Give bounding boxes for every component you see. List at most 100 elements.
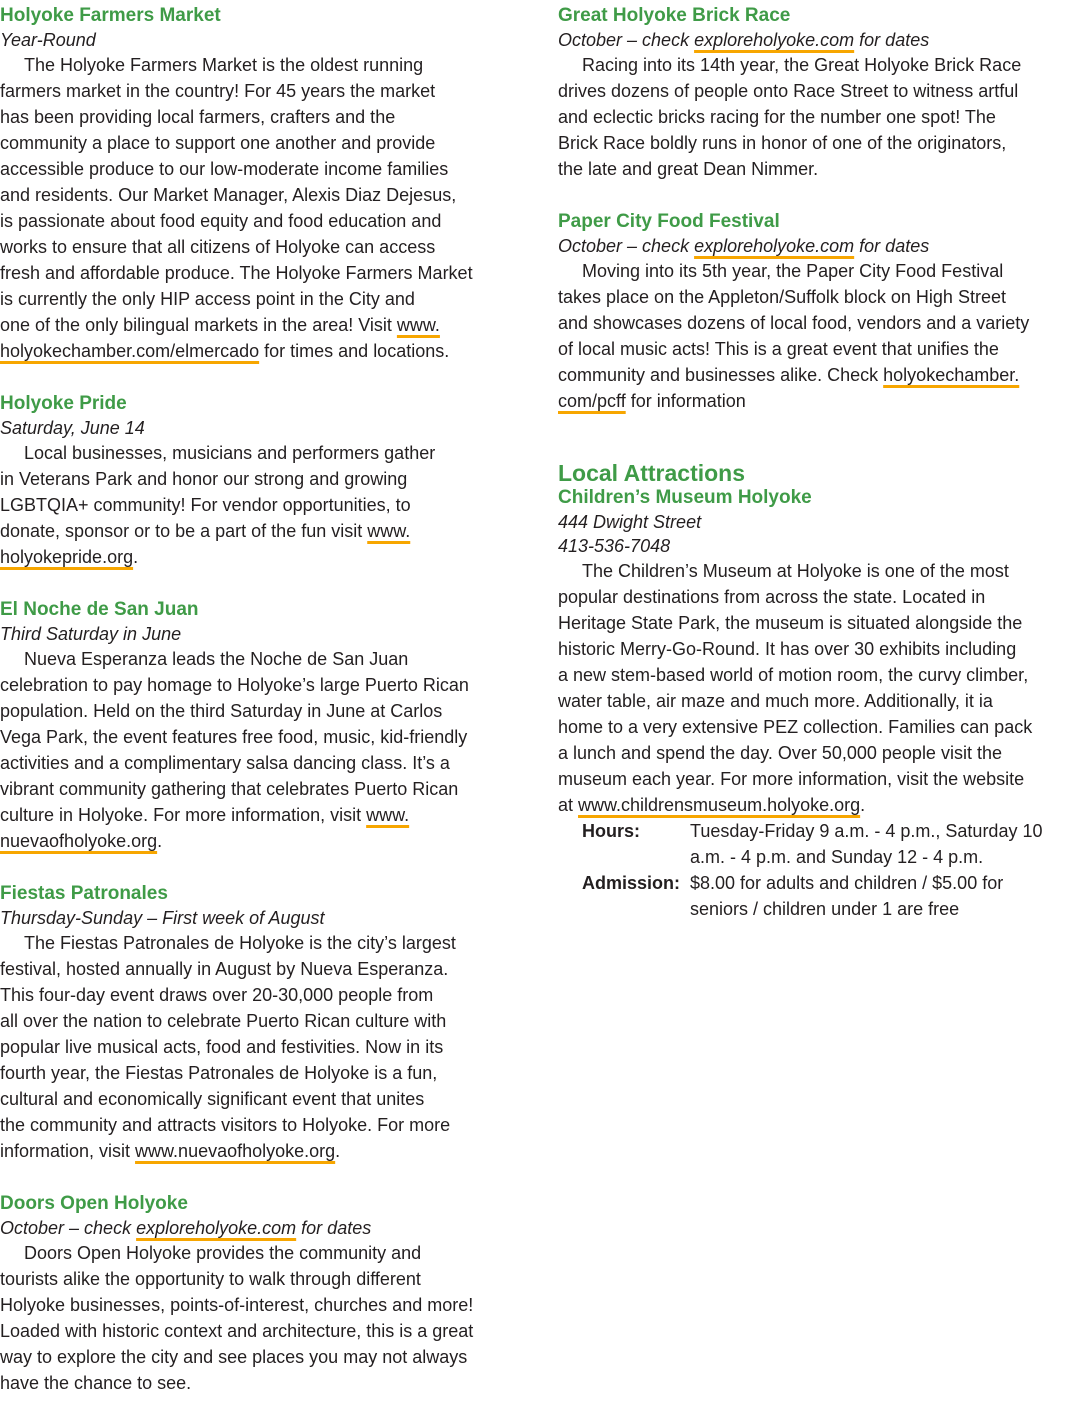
body-line: the community and attracts visitors to H… <box>0 1112 528 1138</box>
body-line: information, visit www.nuevaofholyoke.or… <box>0 1138 528 1164</box>
info-label: Hours: <box>582 821 640 841</box>
body-line: Loaded with historic context and archite… <box>0 1318 528 1344</box>
text-run: community a place to support one another… <box>0 133 436 153</box>
text-run: culture in Holyoke. For more information… <box>0 805 367 825</box>
text-run: October – check <box>558 236 695 256</box>
text-run: one of the only bilingual markets in the… <box>0 315 397 335</box>
text-run: This four-day event draws over 20-30,000… <box>0 985 434 1005</box>
body-line: holyokechamber.com/elmercado for times a… <box>0 338 528 364</box>
body-line: com/pcff for information <box>558 388 1080 414</box>
link[interactable]: holyokechamber.com/elmercado <box>0 341 260 361</box>
event-date: October – check exploreholyoke.com for d… <box>558 28 1080 52</box>
text-run: . <box>157 831 163 851</box>
body-line: population. Held on the third Saturday i… <box>0 698 528 724</box>
text-run: information, visit <box>0 1141 136 1161</box>
body-line: community a place to support one another… <box>0 130 528 156</box>
body-line: historic Merry-Go-Round. It has over 30 … <box>558 636 1080 662</box>
attraction-phone: 413-536-7048 <box>558 536 671 556</box>
text-run: popular live musical acts, food and fest… <box>0 1037 444 1057</box>
text-run: a lunch and spend the day. Over 50,000 p… <box>558 743 1002 763</box>
body-line: way to explore the city and see places y… <box>0 1344 528 1370</box>
body-line: popular live musical acts, food and fest… <box>0 1034 528 1060</box>
link[interactable]: www. <box>396 315 440 335</box>
text-run: population. Held on the third Saturday i… <box>0 701 443 721</box>
info-value-line: seniors / children under 1 are free <box>690 899 960 919</box>
body-line: community and businesses alike. Check ho… <box>558 362 1080 388</box>
body-line: home to a very extensive PEZ collection.… <box>558 714 1080 740</box>
event-title: Doors Open Holyoke <box>0 1193 188 1214</box>
text-run: The Children’s Museum at Holyoke is one … <box>582 561 1009 581</box>
link[interactable]: exploreholyoke.com <box>694 236 855 256</box>
body-line: is currently the only HIP access point i… <box>0 286 528 312</box>
text-run: of local music acts! This is a great eve… <box>558 339 999 359</box>
event-title: Holyoke Pride <box>0 393 127 414</box>
body-line: accessible produce to our low-moderate i… <box>0 156 528 182</box>
body-line: The Children’s Museum at Holyoke is one … <box>558 558 1080 584</box>
text-run: . <box>335 1141 341 1161</box>
text-run: farmers market in the country! For 45 ye… <box>0 81 436 101</box>
body-line: donate, sponsor or to be a part of the f… <box>0 518 528 544</box>
body-line: a new stem-based world of motion room, t… <box>558 662 1080 688</box>
text-run: in Veterans Park and honor our strong an… <box>0 469 408 489</box>
link[interactable]: exploreholyoke.com <box>694 30 855 50</box>
link[interactable]: holyokechamber. <box>883 365 1020 385</box>
body-line: tourists alike the opportunity to walk t… <box>0 1266 528 1292</box>
link[interactable]: nuevaofholyoke.org <box>0 831 158 851</box>
text-run: Vega Park, the event features free food,… <box>0 727 468 747</box>
link[interactable]: com/pcff <box>558 391 626 411</box>
body-line: and eclectic bricks racing for the numbe… <box>558 104 1080 130</box>
text-run: Nueva Esperanza leads the Noche de San J… <box>24 649 409 669</box>
body-line: a lunch and spend the day. Over 50,000 p… <box>558 740 1080 766</box>
text-run: donate, sponsor or to be a part of the f… <box>0 521 368 541</box>
body-line: celebration to pay homage to Holyoke’s l… <box>0 672 528 698</box>
body-line: and residents. Our Market Manager, Alexi… <box>0 182 528 208</box>
text-run: Local businesses, musicians and performe… <box>24 443 436 463</box>
text-run: Brick Race boldly runs in honor of one o… <box>558 133 1007 153</box>
text-run: the community and attracts visitors to H… <box>0 1115 451 1135</box>
link[interactable]: holyokepride.org <box>0 547 134 567</box>
body-line: the late and great Dean Nimmer. <box>558 156 1080 182</box>
info-label: Admission: <box>582 873 681 893</box>
info-value-line: $8.00 for adults and children / $5.00 fo… <box>690 873 1004 893</box>
link[interactable]: www. <box>367 521 411 541</box>
body-line: This four-day event draws over 20-30,000… <box>0 982 528 1008</box>
info-value: $8.00 for adults and children / $5.00 fo… <box>690 870 1080 922</box>
text-run: museum each year. For more information, … <box>558 769 1025 789</box>
event-title: Paper City Food Festival <box>558 211 780 232</box>
body-line: festival, hosted annually in August by N… <box>0 956 528 982</box>
link[interactable]: www. <box>366 805 410 825</box>
text-run: LGBTQIA+ community! For vendor opportuni… <box>0 495 411 515</box>
body-line: one of the only bilingual markets in the… <box>0 312 528 338</box>
text-run: Doors Open Holyoke provides the communit… <box>24 1243 422 1263</box>
text-run: for times and locations. <box>259 341 450 361</box>
text-run: works to ensure that all citizens of Hol… <box>0 237 436 257</box>
event-title: El Noche de San Juan <box>0 599 199 620</box>
text-run: cultural and economically significant ev… <box>0 1089 425 1109</box>
body-line: Vega Park, the event features free food,… <box>0 724 528 750</box>
link[interactable]: www.nuevaofholyoke.org <box>135 1141 336 1161</box>
text-run: have the chance to see. <box>0 1373 192 1393</box>
body-line: popular destinations from across the sta… <box>558 584 1080 610</box>
body-line: all over the nation to celebrate Puerto … <box>0 1008 528 1034</box>
text-run: tourists alike the opportunity to walk t… <box>0 1269 421 1289</box>
text-run: at <box>558 795 579 815</box>
event-date: October – check exploreholyoke.com for d… <box>558 234 1080 258</box>
link[interactable]: exploreholyoke.com <box>136 1218 297 1238</box>
event-title: Fiestas Patronales <box>0 883 168 904</box>
text-run: way to explore the city and see places y… <box>0 1347 468 1367</box>
link[interactable]: www.childrensmuseum.holyoke.org <box>578 795 861 815</box>
body-line: Heritage State Park, the museum is situa… <box>558 610 1080 636</box>
body-line: farmers market in the country! For 45 ye… <box>0 78 528 104</box>
text-run: Moving into its 5th year, the Paper City… <box>582 261 1004 281</box>
event-title: Holyoke Farmers Market <box>0 5 221 26</box>
attraction-title: Children’s Museum Holyoke <box>558 487 812 508</box>
text-run: accessible produce to our low-moderate i… <box>0 159 449 179</box>
text-run: and residents. Our Market Manager, Alexi… <box>0 185 457 205</box>
text-run: community and businesses alike. Check <box>558 365 884 385</box>
body-line: is passionate about food equity and food… <box>0 208 528 234</box>
body-line: works to ensure that all citizens of Hol… <box>0 234 528 260</box>
text-run: is passionate about food equity and food… <box>0 211 442 231</box>
